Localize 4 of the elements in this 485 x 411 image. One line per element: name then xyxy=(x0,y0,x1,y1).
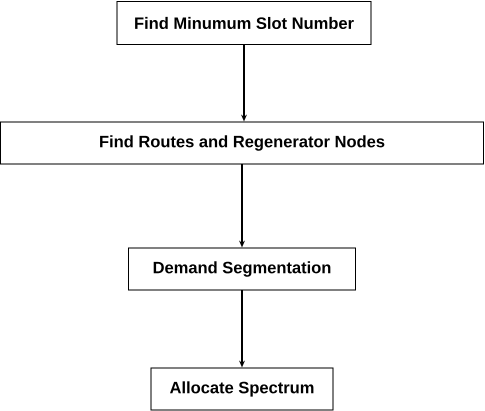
process-box: Demand Segmentation xyxy=(128,247,356,290)
process-box: Find Routes and Regenerator Nodes xyxy=(0,122,484,164)
process-box: Allocate Spectrum xyxy=(150,367,334,410)
process-box: Find Minumum Slot Number xyxy=(116,1,372,45)
